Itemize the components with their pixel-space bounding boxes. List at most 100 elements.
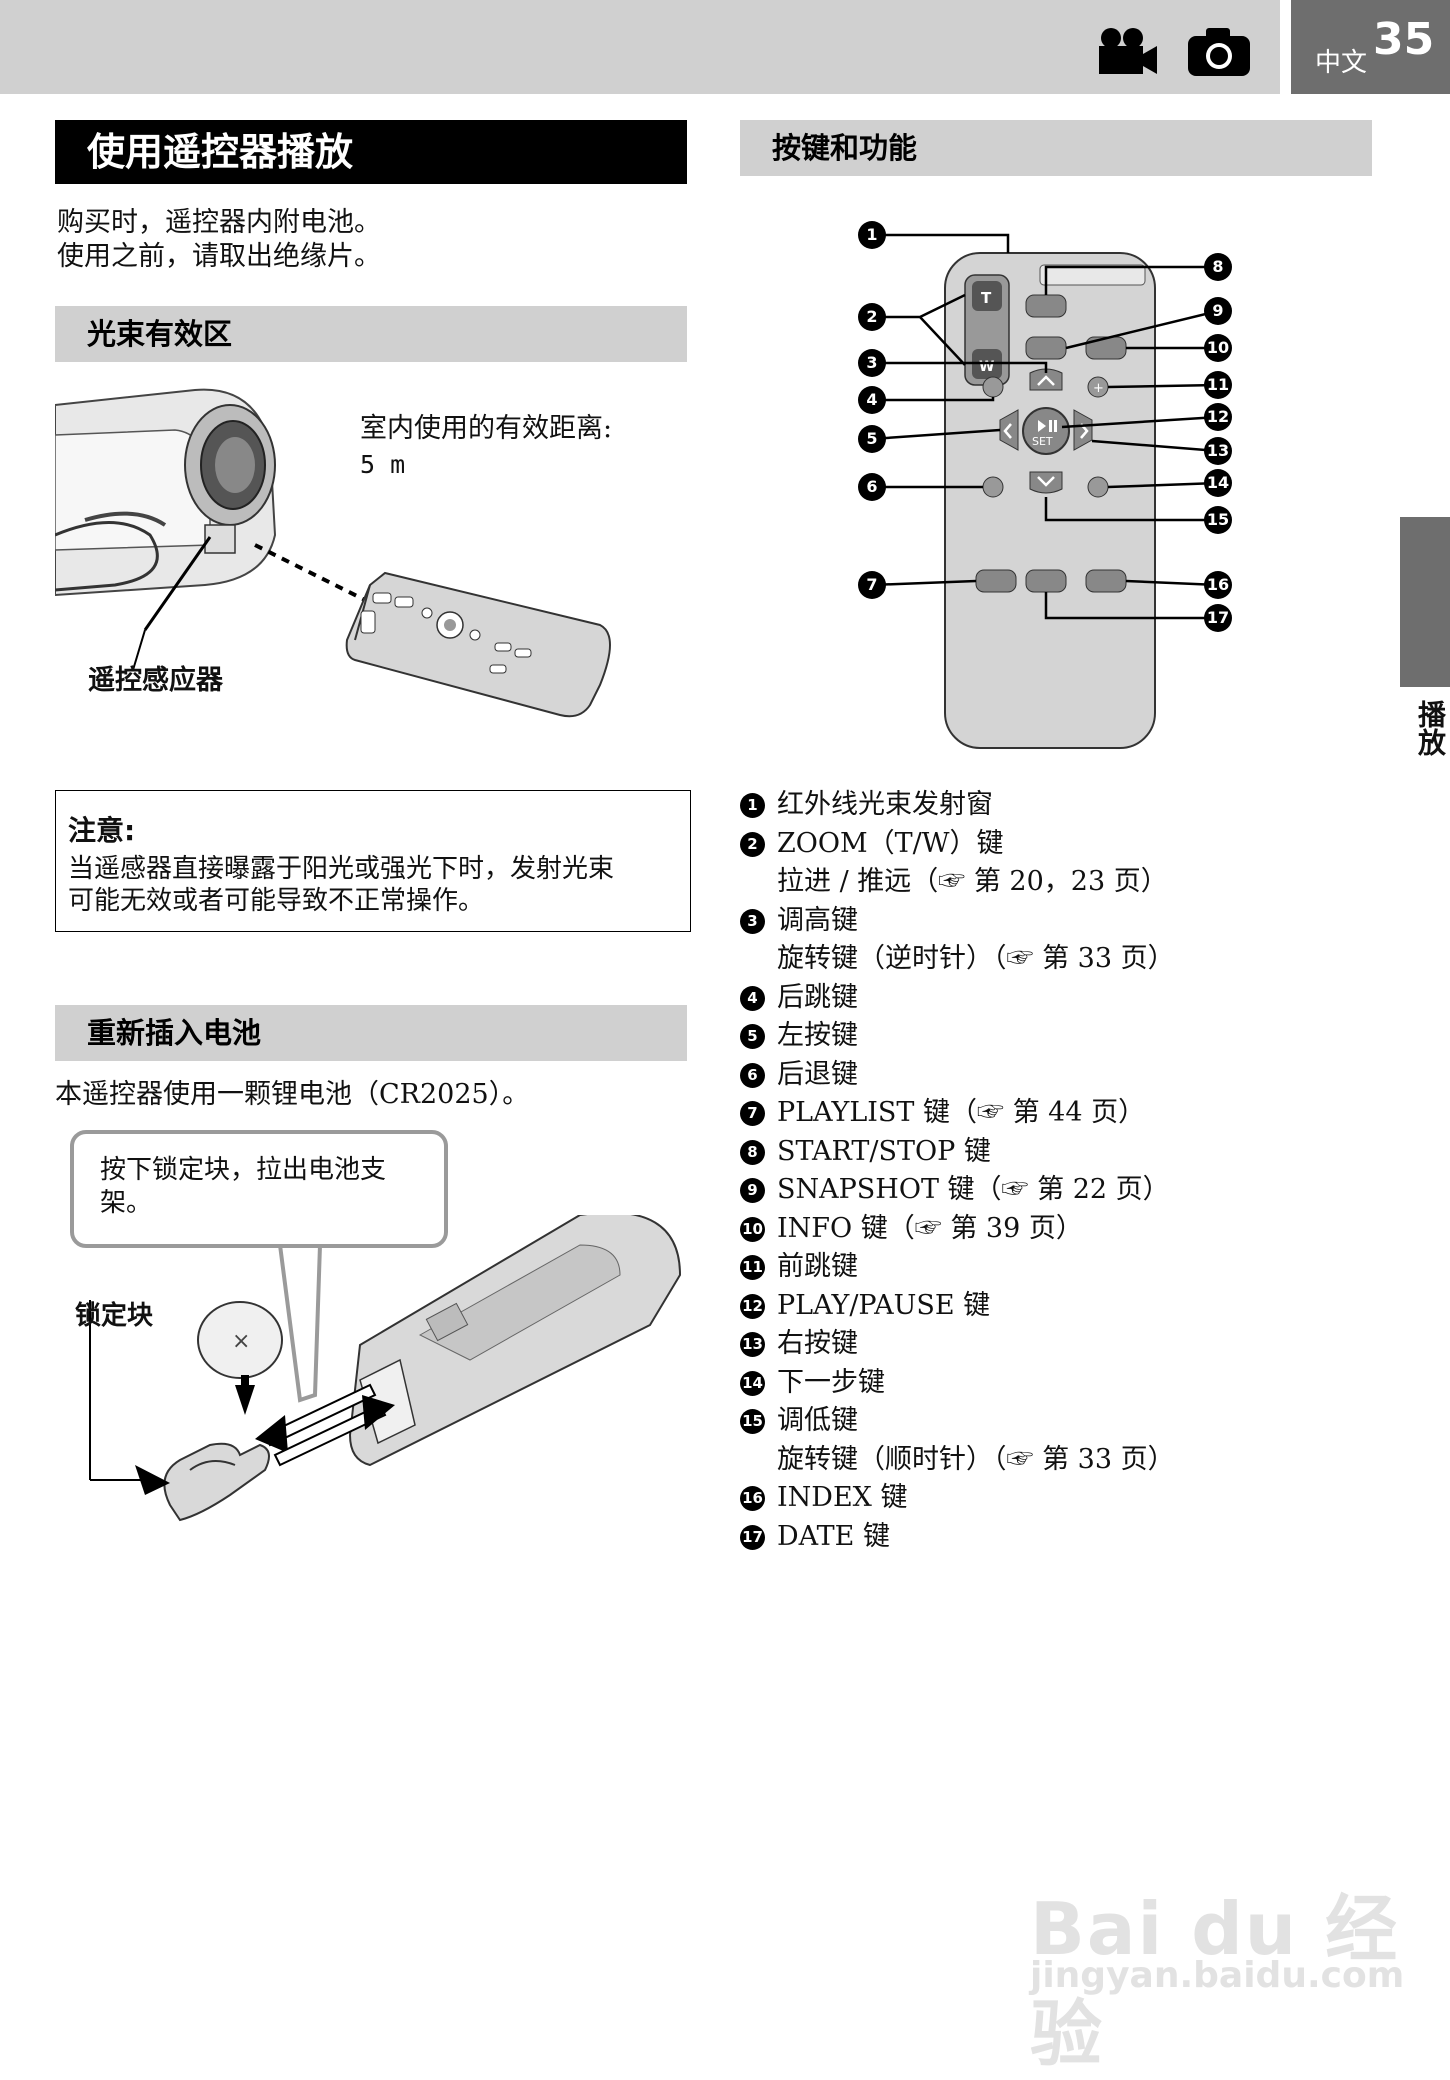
list-item: 14 下一步键: [740, 1364, 1400, 1403]
item-text: PLAYLIST 键（☞ 第 44 页）: [777, 1097, 1146, 1128]
item-text: ZOOM（T/W）键: [777, 827, 1004, 859]
top-header-bar: [0, 0, 1280, 94]
coin-battery-icon: ×: [197, 1301, 283, 1415]
list-item: 11 前跳键: [740, 1248, 1400, 1287]
note-line: 当遥感器直接曝露于阳光或强光下时，发射光束: [68, 854, 615, 884]
callout-number: 16: [1204, 571, 1232, 599]
item-text: SNAPSHOT 键（☞ 第 22 页）: [777, 1174, 1170, 1205]
item-subtext: 拉进 / 推远（☞ 第 20，23 页）: [777, 866, 1168, 897]
callout-number: 17: [1204, 604, 1232, 632]
item-text: 右按键: [777, 1328, 858, 1359]
callout-number: 12: [1204, 403, 1232, 431]
item-text: 后跳键: [777, 981, 858, 1013]
note-box: 注意: 当遥感器直接曝露于阳光或强光下时，发射光束 可能无效或者可能导致不正常操…: [55, 790, 691, 932]
callout-number: 5: [858, 425, 886, 453]
callout-number: 9: [1204, 297, 1232, 325]
watermark-url: jingyan.baidu.com: [1030, 1955, 1405, 1996]
item-number: 11: [740, 1255, 765, 1280]
page-number-box: 中文 35: [1291, 0, 1450, 94]
item-text: DATE 键: [777, 1520, 890, 1552]
camcorder-illustration: [55, 388, 277, 671]
remote-body-illustration: [348, 1215, 682, 1467]
item-number: 15: [740, 1409, 765, 1434]
movie-camera-icon: [1099, 28, 1157, 74]
callout-text: 按下锁定块，拉出电池支 架。: [100, 1154, 430, 1220]
list-item: 9 SNAPSHOT 键（☞ 第 22 页）: [740, 1171, 1400, 1210]
svg-text:×: ×: [232, 1329, 250, 1354]
callout-number: 14: [1204, 469, 1232, 497]
list-item: 10 INFO 键（☞ 第 39 页）: [740, 1210, 1400, 1249]
item-subtext: 旋转键（顺时针）（☞ 第 33 页）: [777, 1443, 1175, 1475]
list-item: 1 红外线光束发射窗: [740, 786, 1400, 825]
note-title: 注意:: [68, 814, 136, 847]
callout-number: 4: [858, 386, 886, 414]
item-number: 1: [740, 793, 765, 818]
callout-number: 8: [1204, 253, 1232, 281]
item-subtext: 旋转键（逆时针）（☞ 第 33 页）: [777, 943, 1175, 974]
item-text: 下一步键: [777, 1366, 885, 1398]
item-number: 3: [740, 908, 765, 934]
item-text: PLAY/PAUSE 键: [777, 1289, 991, 1321]
item-text: 左按键: [777, 1020, 858, 1051]
item-text: 调高键: [777, 904, 858, 936]
sensor-label: 遥控感应器: [88, 665, 223, 696]
item-number: 10: [740, 1216, 765, 1242]
item-number: 4: [740, 985, 765, 1011]
callout-line: 按下锁定块，拉出电池支: [100, 1155, 387, 1185]
remote-control-diagram: T W + SET: [871, 233, 1219, 749]
callout-line: 架。: [100, 1188, 153, 1218]
still-camera-icon: [1188, 28, 1250, 76]
lock-label: 锁定块: [75, 1301, 154, 1331]
item-number: 13: [740, 1332, 765, 1357]
item-text: 调低键: [777, 1405, 858, 1436]
item-text: 红外线光束发射窗: [777, 789, 993, 820]
intro-line: 购买时，遥控器内附电池。: [57, 207, 381, 238]
list-item: 4 后跳键: [740, 979, 1400, 1018]
battery-text: 本遥控器使用一颗锂电池（CR2025）。: [55, 1079, 530, 1110]
item-number: 9: [740, 1178, 765, 1203]
item-number: 8: [740, 1139, 765, 1165]
arrows-icon: [255, 1383, 395, 1467]
side-tab-label: 播放: [1414, 700, 1447, 756]
beam-section-heading: 光束有效区: [55, 306, 687, 362]
callout-number: 15: [1204, 506, 1232, 534]
callout-number: 1: [858, 221, 886, 249]
side-tab: [1400, 517, 1450, 687]
remote-illustration-small: [345, 571, 611, 718]
callout-number: 10: [1204, 334, 1232, 362]
zoom-w-label: W: [979, 359, 994, 375]
item-text: START/STOP 键: [777, 1135, 991, 1167]
list-item: 15 调低键: [740, 1402, 1400, 1441]
item-number: 14: [740, 1370, 765, 1396]
item-text: 后退键: [777, 1058, 858, 1090]
battery-instruction-callout: 按下锁定块，拉出电池支 架。: [70, 1130, 448, 1248]
list-item: 5 左按键: [740, 1017, 1400, 1056]
range-value: 5 m: [360, 450, 406, 479]
page-title: 使用遥控器播放: [55, 120, 687, 184]
intro-text: 购买时，遥控器内附电池。 使用之前，请取出绝缘片。: [57, 206, 381, 274]
callout-number: 6: [858, 473, 886, 501]
note-text: 当遥感器直接曝露于阳光或强光下时，发射光束 可能无效或者可能导致不正常操作。: [68, 853, 678, 917]
list-item: 13 右按键: [740, 1325, 1400, 1364]
list-item: 3 调高键: [740, 902, 1400, 941]
battery-replacement-illustration: ×: [89, 1215, 682, 1522]
battery-holder-icon: [163, 1442, 270, 1522]
callout-number: 2: [858, 303, 886, 331]
callout-number: 11: [1204, 371, 1232, 399]
note-line: 可能无效或者可能导致不正常操作。: [68, 886, 485, 916]
callout-number: 3: [858, 349, 886, 377]
callout-number: 13: [1204, 437, 1232, 465]
battery-section-heading: 重新插入电池: [55, 1005, 687, 1061]
beam-area-illustration: [55, 388, 611, 718]
range-label: 室内使用的有效距离:: [360, 413, 613, 444]
item-text: 前跳键: [777, 1251, 858, 1282]
item-text: INFO 键（☞ 第 39 页）: [777, 1212, 1083, 1244]
item-text: INDEX 键: [777, 1482, 908, 1513]
list-item: 8 START/STOP 键: [740, 1133, 1400, 1172]
item-number: 5: [740, 1024, 765, 1049]
